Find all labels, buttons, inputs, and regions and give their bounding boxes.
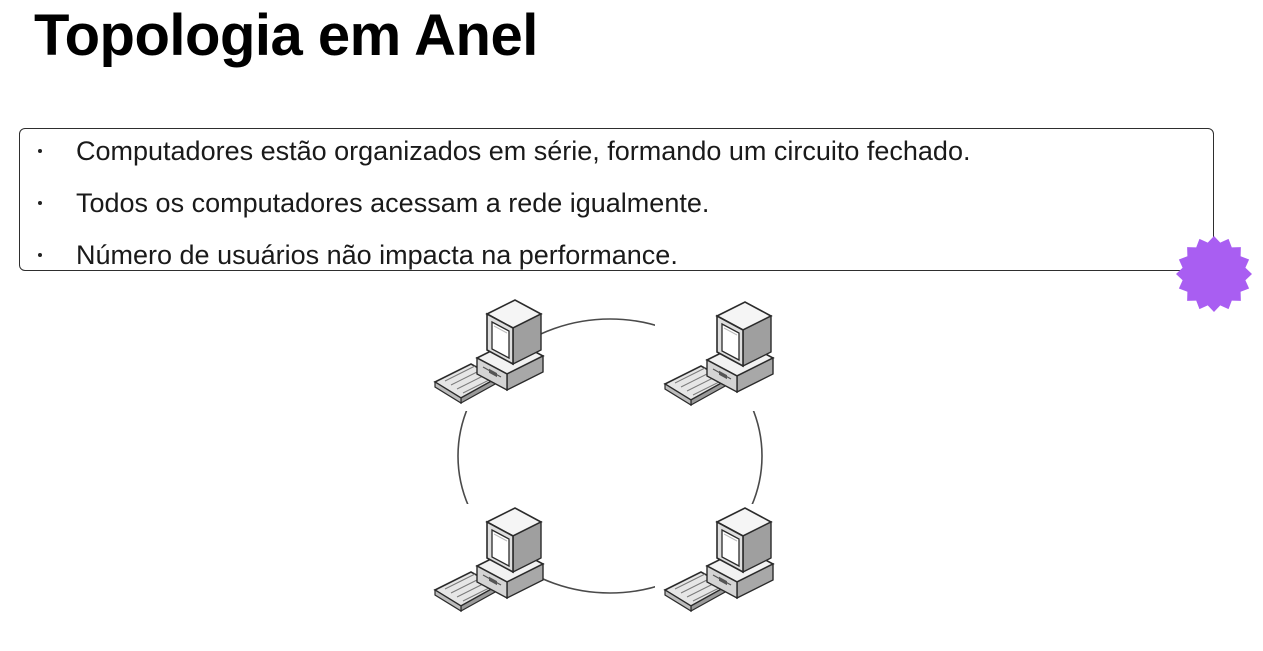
bullet-text: Número de usuários não impacta na perfor… [76, 240, 678, 270]
bullet-text: Todos os computadores acessam a rede igu… [76, 188, 710, 218]
bullet-list-box: Computadores estão organizados em série,… [19, 128, 1214, 271]
ring-connection [457, 318, 763, 594]
computer-node-top-right [655, 296, 775, 411]
scalloped-seal-icon [1176, 236, 1252, 312]
bullet-text: Computadores estão organizados em série,… [76, 136, 971, 166]
bullet-dot-icon [38, 149, 42, 153]
computer-node-top-left [425, 296, 544, 411]
bullet-dot-icon [38, 253, 42, 257]
bullet-item: Todos os computadores acessam a rede igu… [20, 183, 1213, 223]
bullet-item: Computadores estão organizados em série,… [20, 131, 1213, 171]
ring-topology-diagram [425, 296, 775, 622]
page-title: Topologia em Anel [34, 3, 538, 68]
bullet-dot-icon [38, 201, 42, 205]
computer-node-bottom-right [655, 504, 775, 622]
computer-node-bottom-left [425, 504, 544, 622]
bullet-item: Número de usuários não impacta na perfor… [20, 235, 1213, 275]
